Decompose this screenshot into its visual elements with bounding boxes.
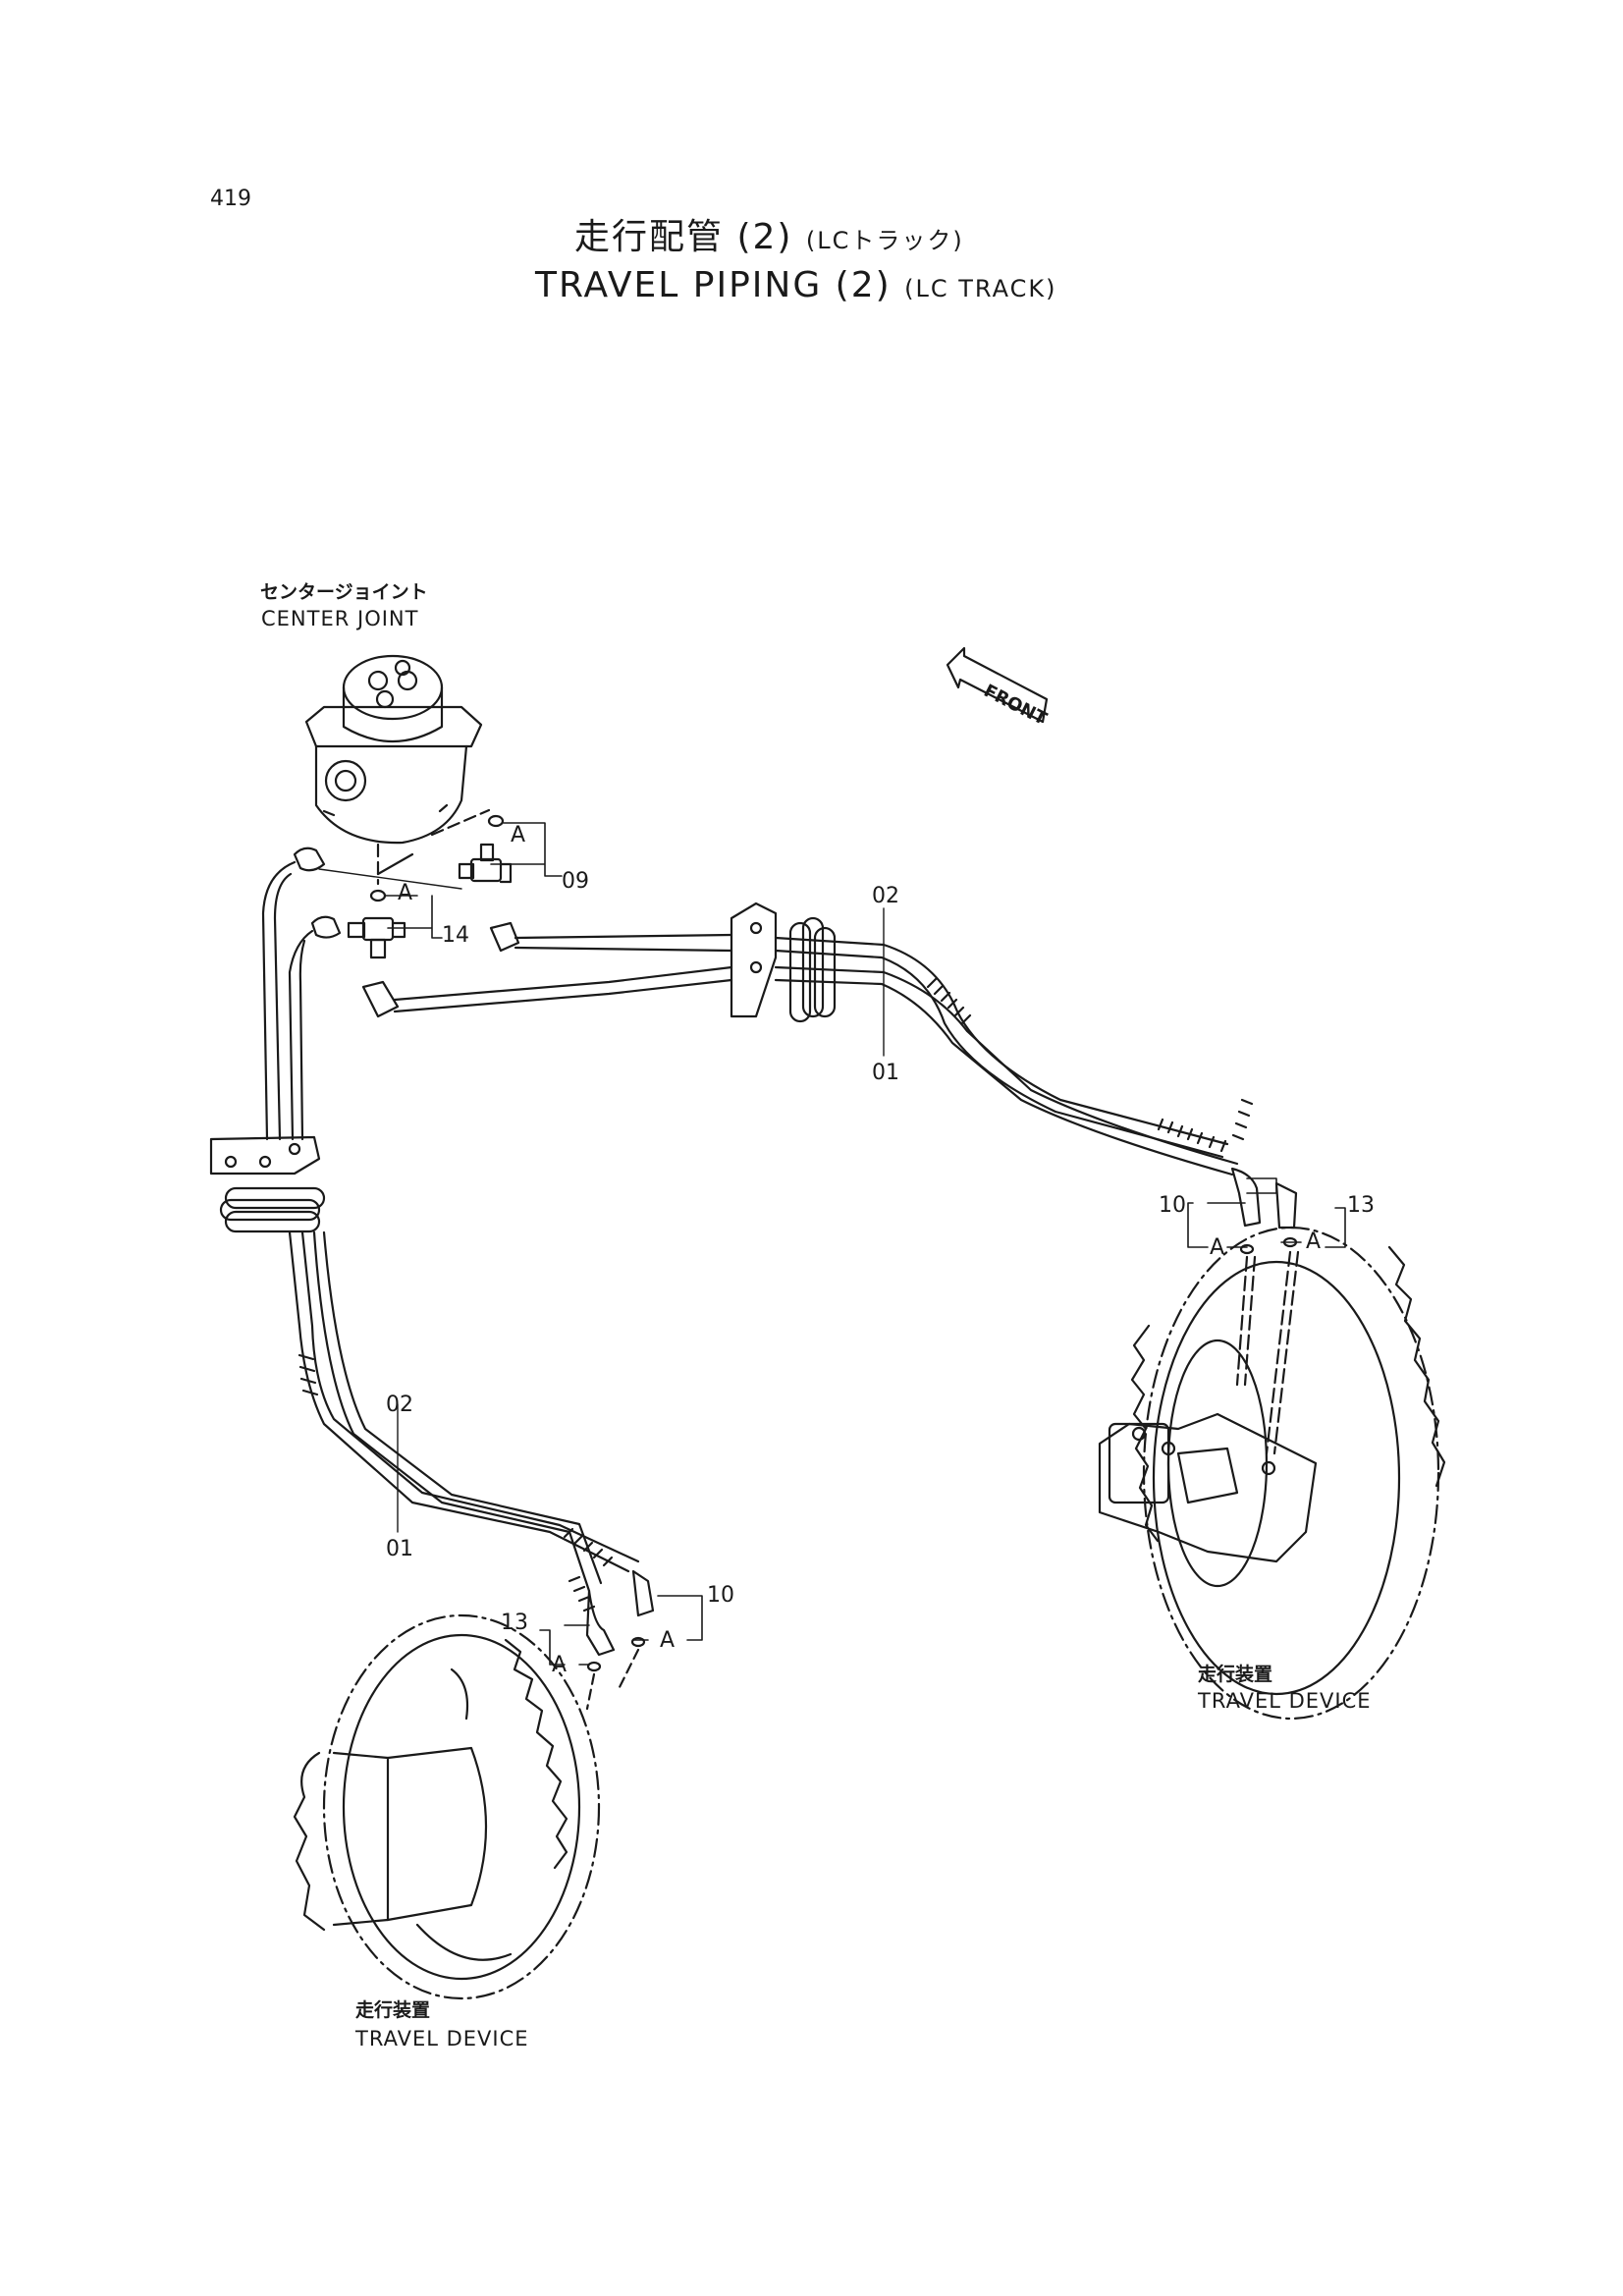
callout-01-lower: 01 <box>386 1537 413 1561</box>
tee-fitting-14 <box>347 916 406 959</box>
travel-device-right-label-jp: 走行装置 <box>1198 1664 1273 1685</box>
callout-a-09: A <box>511 823 526 847</box>
travel-device-right <box>1098 1226 1446 1721</box>
center-joint <box>304 654 483 845</box>
callout-02-lower: 02 <box>386 1393 413 1417</box>
page-number: 419 <box>210 187 251 211</box>
callout-01-upper: 01 <box>872 1061 899 1085</box>
callout-10-right: 10 <box>1159 1193 1186 1218</box>
callout-13-right: 13 <box>1347 1193 1375 1218</box>
callout-14: 14 <box>442 923 469 948</box>
travel-device-left-label-jp: 走行装置 <box>355 1999 431 2021</box>
callout-10-left: 10 <box>707 1583 734 1608</box>
front-arrow-icon <box>946 646 1049 724</box>
travel-device-right-label-en: TRAVEL DEVICE <box>1198 1689 1372 1713</box>
callout-a-right-1: A <box>1210 1235 1225 1260</box>
travel-device-left <box>293 1613 601 2000</box>
travel-device-left-label-en: TRAVEL DEVICE <box>355 2027 529 2050</box>
callout-a-14: A <box>398 881 413 905</box>
title-jp: 走行配管 (2) (LCトラック) <box>574 208 964 259</box>
center-joint-label-en: CENTER JOINT <box>261 607 419 630</box>
hose-spring-right-1 <box>926 977 972 1025</box>
callout-a-left-2: A <box>660 1628 676 1653</box>
callout-02-upper: 02 <box>872 884 899 908</box>
hose-clamp-right <box>730 902 837 1023</box>
callout-13-left: 13 <box>501 1611 528 1635</box>
title-jp-sub: (LCトラック) <box>805 227 964 254</box>
tee-fitting-09 <box>458 843 513 884</box>
title-en-sub: (LC TRACK) <box>904 275 1057 302</box>
callout-a-left-1: A <box>552 1653 568 1677</box>
hose-clamp-left <box>209 1135 326 1233</box>
title-jp-main: 走行配管 (2) <box>574 217 793 257</box>
title-en-main: TRAVEL PIPING (2) <box>535 265 892 305</box>
center-joint-label-jp: センタージョイント <box>260 581 428 603</box>
callout-09: 09 <box>562 869 589 894</box>
hose-spring-right-2 <box>1157 1098 1254 1153</box>
title-en: TRAVEL PIPING (2) (LC TRACK) <box>535 265 1056 305</box>
callout-a-right-2: A <box>1306 1230 1322 1254</box>
